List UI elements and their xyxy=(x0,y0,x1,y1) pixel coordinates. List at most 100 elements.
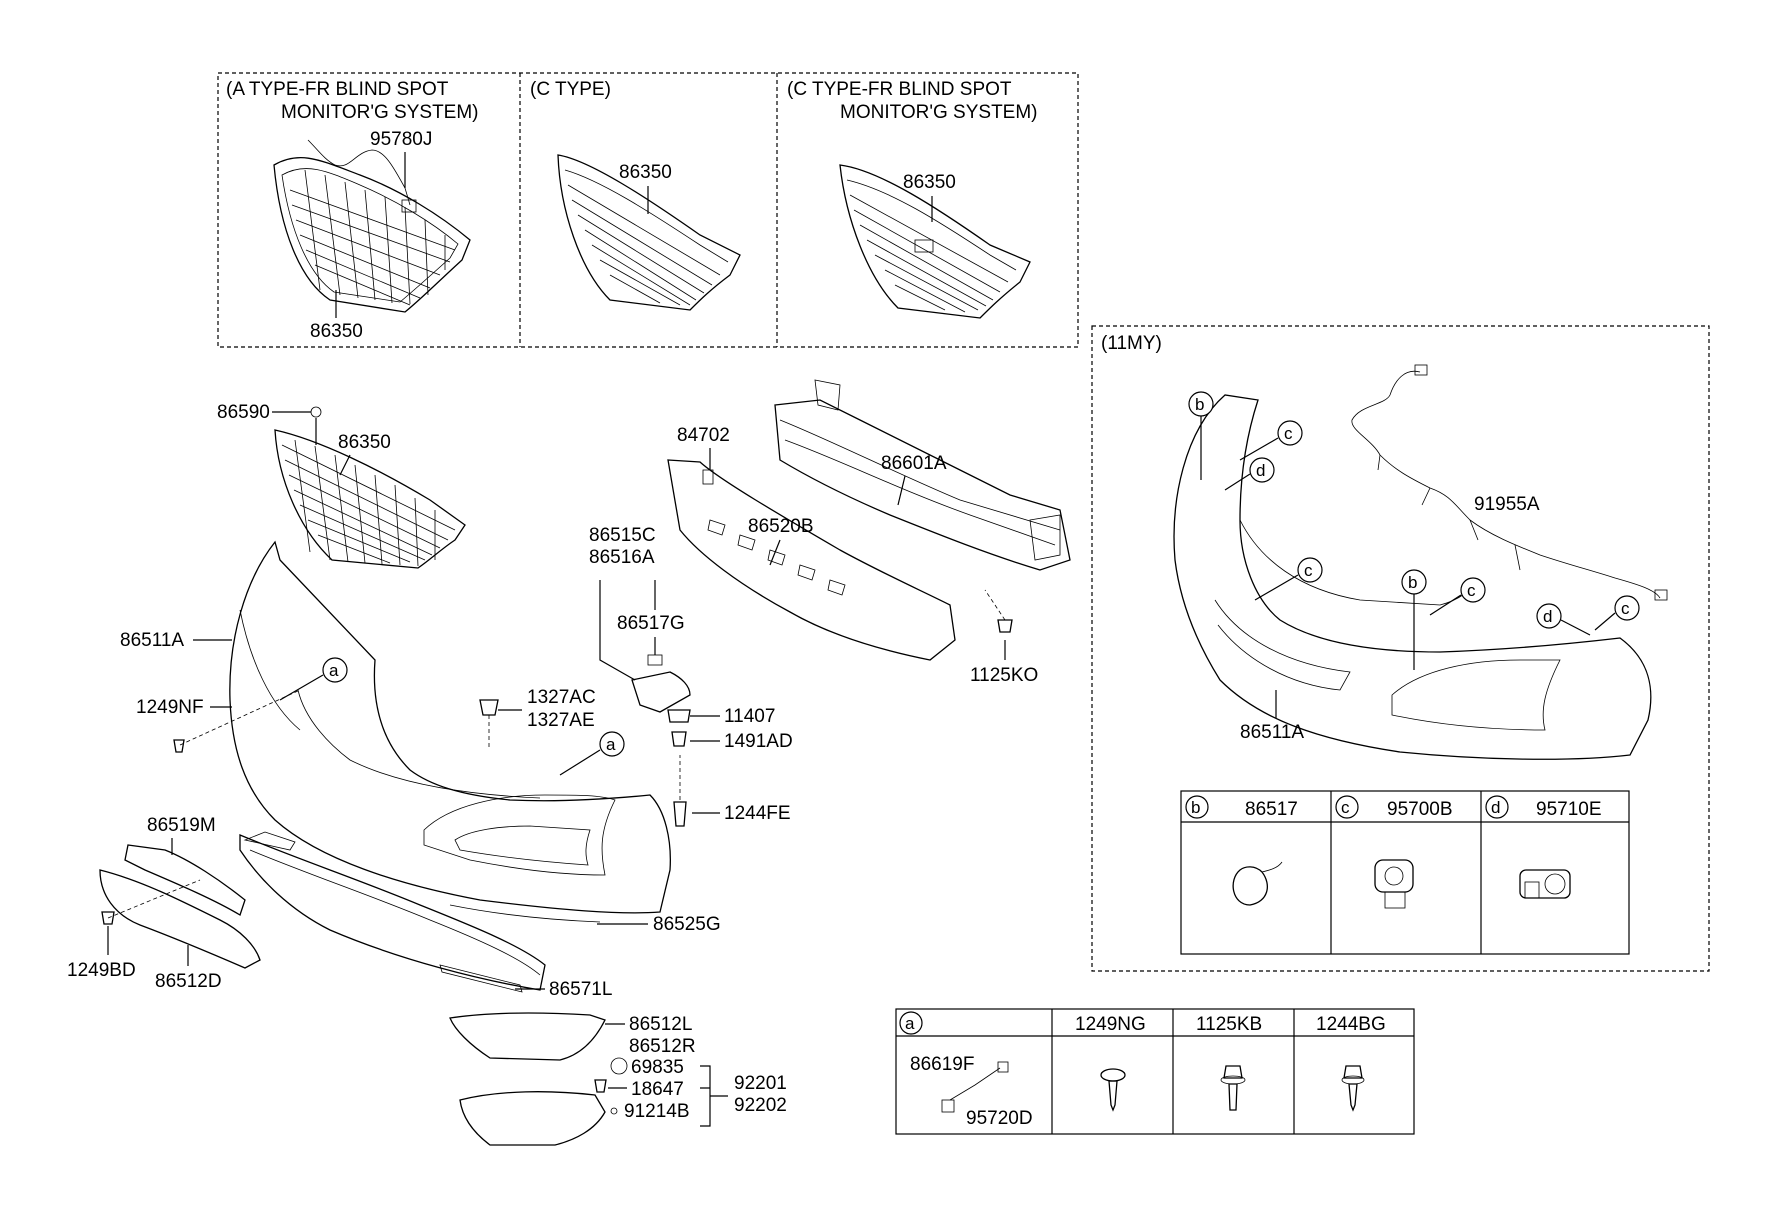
grille-a-drawing xyxy=(273,157,471,313)
grille-main-drawing xyxy=(274,429,466,569)
grille-c-fr-drawing xyxy=(839,164,1031,319)
label-1244FE: 1244FE xyxy=(724,803,791,824)
table-key-c-label: c xyxy=(1341,798,1350,817)
table-key-a-label: a xyxy=(905,1014,915,1033)
bracket-drawing xyxy=(631,671,691,713)
table-col2-part: 95700B xyxy=(1387,799,1453,820)
grille-lower-86512d-drawing xyxy=(99,869,261,969)
callout-b-label: b xyxy=(1408,573,1417,592)
screw-drawing xyxy=(101,911,115,925)
label-86520B: 86520B xyxy=(748,516,814,537)
lower-cover-edge-drawing xyxy=(249,849,541,976)
callout-d-label: d xyxy=(1256,461,1265,480)
table-item2: 95720D xyxy=(966,1108,1033,1129)
callout-a-label: a xyxy=(606,735,616,754)
label-86512L: 86512L xyxy=(629,1014,692,1035)
my11-harness-drawing xyxy=(1351,364,1668,601)
nut-drawing xyxy=(479,699,499,716)
c-type-fr-grille-label: 86350 xyxy=(903,172,956,193)
screw-drawing xyxy=(673,801,687,827)
c-type-fr-title-line1: (C TYPE-FR BLIND SPOT xyxy=(787,79,1012,100)
bolt-drawing xyxy=(667,709,691,723)
table-col3-part: 95710E xyxy=(1536,799,1602,820)
label-86512R: 86512R xyxy=(629,1036,696,1057)
table-key-b-label: b xyxy=(1191,798,1200,817)
absorber-drawing xyxy=(667,459,956,661)
callout-a-circle xyxy=(599,731,625,757)
clip-drawing xyxy=(671,731,687,747)
callout-a-label: a xyxy=(329,661,339,680)
my11-bumper-label: 86511A xyxy=(1240,722,1304,743)
leader-line xyxy=(897,475,906,506)
label-1125KO: 1125KO xyxy=(970,665,1038,686)
leader-line xyxy=(1254,574,1299,601)
connector-drawing xyxy=(941,1099,955,1113)
a-type-grille-label: 86350 xyxy=(310,321,363,342)
grille-c-drawing xyxy=(557,154,741,311)
label-84702: 84702 xyxy=(677,425,730,446)
label-86515C: 86515C xyxy=(589,525,656,546)
label-86517G: 86517G xyxy=(617,613,685,634)
clip-drawing xyxy=(310,406,322,418)
fog-lamp-drawing xyxy=(459,1091,606,1146)
label-1249NF: 1249NF xyxy=(136,697,204,718)
callout-b-label: b xyxy=(1195,395,1204,414)
my11-inset: (11MY) 91955A 86511A b c d c xyxy=(1091,325,1710,972)
cap-drawing xyxy=(610,1057,628,1075)
a-type-title-line1: (A TYPE-FR BLIND SPOT xyxy=(226,79,449,100)
label-18647: 18647 xyxy=(631,1079,684,1100)
label-92202: 92202 xyxy=(734,1095,787,1116)
table-key-d xyxy=(1485,795,1509,819)
callout-d-label: d xyxy=(1543,607,1552,626)
lower-cover-tab-drawing xyxy=(243,831,296,851)
table-key-c xyxy=(1335,795,1359,819)
leader-line xyxy=(599,580,656,681)
label-11407: 11407 xyxy=(724,706,775,727)
label-86601A: 86601A xyxy=(881,453,947,474)
top-inset-frame xyxy=(217,72,1079,348)
label-86519M: 86519M xyxy=(147,815,216,836)
harness-wire-drawing xyxy=(307,139,411,206)
label-1327AC: 1327AC xyxy=(527,687,596,708)
clip-drawing xyxy=(594,1079,607,1093)
leader-line xyxy=(559,749,601,776)
table-frame xyxy=(895,1008,1415,1135)
c-type-fr-title-line2: MONITOR'G SYSTEM) xyxy=(840,102,1038,123)
lower-cover-drawing xyxy=(239,834,546,991)
label-92201: 92201 xyxy=(734,1073,787,1094)
fog-cover-drawing xyxy=(449,1012,606,1061)
molding-drawing xyxy=(449,904,601,923)
table-col1-part: 86517 xyxy=(1245,799,1298,820)
callout-c-circle xyxy=(1614,595,1640,621)
fastener-1249ng-drawing xyxy=(1100,1068,1126,1112)
bracket-86519m-drawing xyxy=(124,844,246,916)
c-type-title: (C TYPE) xyxy=(530,79,611,100)
plug-tab-drawing xyxy=(1261,861,1283,873)
c-type-grille-label: 86350 xyxy=(619,162,672,183)
label-86350: 86350 xyxy=(338,432,391,453)
sensor-drawing xyxy=(997,1061,1009,1073)
callout-a-circle xyxy=(322,657,348,683)
label-1327AE: 1327AE xyxy=(527,710,595,731)
bcd-parts-table: b 86517 c 95700B d 95710E xyxy=(1180,790,1630,955)
leader-line xyxy=(1560,619,1591,636)
label-91214B: 91214B xyxy=(624,1101,690,1122)
bumper-main-drawing xyxy=(229,540,671,914)
label-86590: 86590 xyxy=(217,402,270,423)
table-key-b xyxy=(1185,795,1209,819)
my11-title: (11MY) xyxy=(1101,333,1162,354)
label-69835: 69835 xyxy=(631,1057,684,1078)
leader-line xyxy=(1239,437,1279,461)
sensor-95710e-drawing xyxy=(1519,869,1571,899)
callout-d-circle xyxy=(1249,457,1275,483)
top-insets: (A TYPE-FR BLIND SPOT MONITOR'G SYSTEM) … xyxy=(217,72,1079,348)
plug-drawing xyxy=(1232,866,1268,906)
label-1249BD: 1249BD xyxy=(67,960,136,981)
a-type-harness-label: 95780J xyxy=(370,129,432,150)
leader-line xyxy=(279,674,324,701)
fastener-1125kb-drawing xyxy=(1220,1065,1246,1111)
bolt-drawing xyxy=(997,619,1013,633)
table-key-a xyxy=(899,1011,923,1035)
label-86512D: 86512D xyxy=(155,971,222,992)
